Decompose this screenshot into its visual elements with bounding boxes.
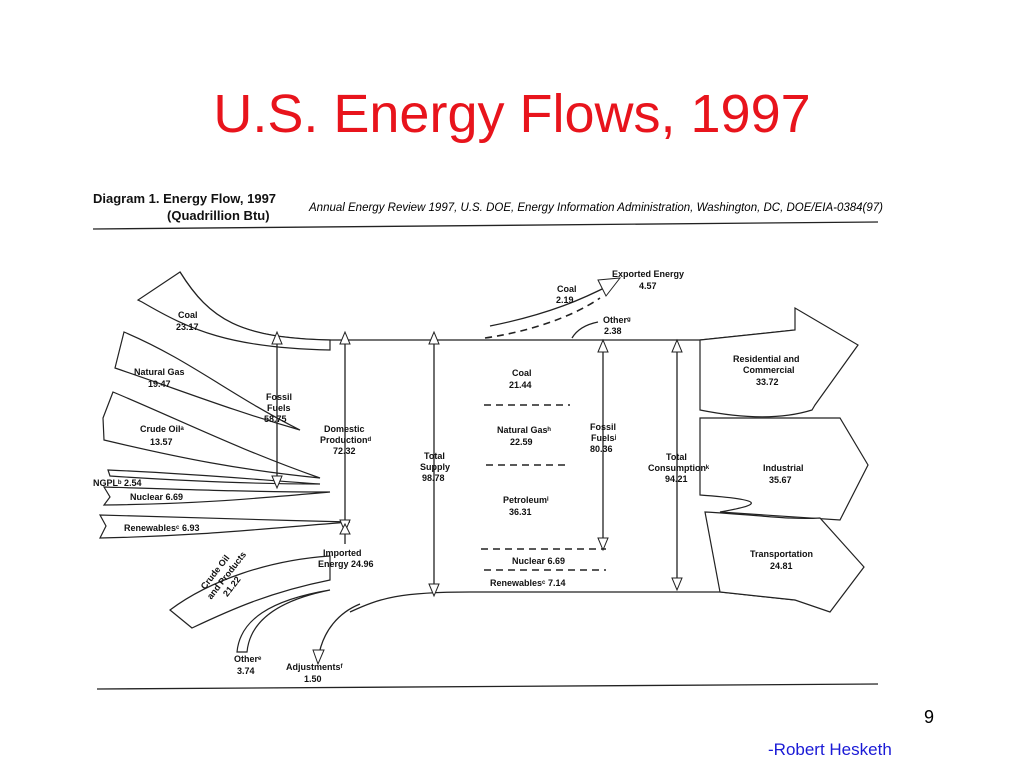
- adjustments-line: [317, 603, 361, 661]
- coal-consumed-label: Coal: [512, 368, 532, 378]
- total-consumption-label-1: Total: [666, 452, 687, 462]
- ngpl-source-label: NGPLᵇ 2.54: [93, 478, 142, 488]
- adjustments-value: 1.50: [304, 674, 322, 684]
- page-number: 9: [924, 707, 935, 727]
- renewables-source-band: [98, 514, 351, 539]
- residential-commercial-label-2: Commercial: [743, 365, 795, 375]
- natural-gas-consumed-value: 22.59: [510, 437, 533, 447]
- exported-energy-value: 4.57: [639, 281, 657, 291]
- industrial-label: Industrial: [763, 463, 804, 473]
- fossil-fuels-consumed-arrow: [597, 338, 609, 552]
- domestic-production-label-2: Productionᵈ: [320, 435, 371, 445]
- total-supply-value: 98.78: [422, 473, 445, 483]
- industrial-value: 35.67: [769, 475, 792, 485]
- coal-export-value: 2.19: [556, 295, 574, 305]
- other-imports-value: 3.74: [237, 666, 255, 676]
- total-consumption-label-2: Consumptionᵏ: [648, 463, 710, 473]
- domestic-production-value: 72.32: [333, 446, 356, 456]
- fossil-fuels-consumed-label-1: Fossil: [590, 422, 616, 432]
- total-supply-arrow: [428, 330, 440, 598]
- coal-export-label: Coal: [557, 284, 577, 294]
- bottom-rule: [96, 683, 879, 690]
- fossil-fuels-supply-arrow: [271, 330, 283, 490]
- crude-imports-band: [169, 555, 331, 629]
- crude-oil-source-band: [102, 391, 321, 479]
- total-consumption-value: 94.21: [665, 474, 688, 484]
- transportation-label: Transportation: [750, 549, 813, 559]
- nuclear-source-label: Nuclear 6.69: [130, 492, 183, 502]
- coal-source-value: 23.17: [176, 322, 199, 332]
- coal-source-label: Coal: [178, 310, 198, 320]
- adjustments-label: Adjustmentsᶠ: [286, 662, 344, 672]
- imported-energy-label-1: Imported: [323, 548, 362, 558]
- diagram-units: (Quadrillion Btu): [167, 208, 270, 223]
- fossil-fuels-label-1: Fossil: [266, 392, 292, 402]
- imported-energy-label-2: Energy 24.96: [318, 559, 374, 569]
- transportation-value: 24.81: [770, 561, 793, 571]
- residential-commercial-arrow: [699, 306, 859, 418]
- renewables-consumed-label: Renewablesᶜ 7.14: [490, 578, 565, 588]
- fossil-fuels-label-2: Fuels: [267, 403, 291, 413]
- petroleum-consumed-label: Petroleumⁱ: [503, 494, 549, 505]
- export-flow-edge: [489, 283, 613, 327]
- fossil-fuels-value: 58.75: [264, 414, 287, 424]
- adjustments-arrow: [312, 649, 325, 666]
- flow-bottom-boundary: [349, 591, 796, 613]
- other-export-flow: [571, 321, 599, 339]
- exported-energy-label: Exported Energy: [612, 269, 684, 279]
- source-citation: Annual Energy Review 1997, U.S. DOE, Ene…: [309, 202, 883, 214]
- author-credit: -Robert Hesketh: [768, 740, 892, 759]
- total-consumption-arrow: [671, 338, 683, 592]
- other-imports-band: [236, 589, 331, 653]
- nuclear-source-band: [102, 486, 331, 506]
- coal-source-band: [136, 271, 331, 351]
- residential-commercial-value: 33.72: [756, 377, 779, 387]
- imported-energy-arrow: [339, 522, 351, 544]
- renewables-source-label: Renewablesᶜ 6.93: [124, 523, 199, 533]
- total-supply-label-2: Supply: [420, 462, 450, 472]
- export-arrowhead: [597, 277, 622, 297]
- ngpl-source-band: [107, 469, 321, 485]
- nuclear-consumed-label: Nuclear 6.69: [512, 556, 565, 566]
- top-rule: [92, 221, 879, 230]
- crude-oil-source-value: 13.57: [150, 437, 173, 447]
- crude-oil-source-label: Crude Oilᵃ: [140, 424, 185, 434]
- other-export-value: 2.38: [604, 326, 622, 336]
- petroleum-consumed-value: 36.31: [509, 507, 532, 517]
- fossil-fuels-consumed-label-2: Fuelsʲ: [591, 433, 617, 443]
- coal-consumed-value: 21.44: [509, 380, 532, 390]
- fossil-fuels-consumed-value: 80.36: [590, 444, 613, 454]
- flow-top-boundary: [179, 271, 796, 341]
- other-export-label: Otherᵍ: [603, 315, 631, 325]
- coal-export-flow: [484, 297, 601, 339]
- other-imports-label: Otherᵉ: [234, 654, 262, 664]
- total-supply-label-1: Total: [424, 451, 445, 461]
- slide-title: U.S. Energy Flows, 1997: [213, 84, 811, 144]
- diagram-heading: Diagram 1. Energy Flow, 1997: [93, 191, 276, 206]
- natural-gas-source-label: Natural Gas: [134, 367, 185, 377]
- domestic-production-label-1: Domestic: [324, 424, 365, 434]
- residential-commercial-label-1: Residential and: [733, 354, 800, 364]
- natural-gas-source-band: [114, 331, 301, 431]
- transportation-arrow: [704, 511, 865, 613]
- natural-gas-consumed-label: Natural Gasʰ: [497, 425, 552, 435]
- natural-gas-source-value: 19.47: [148, 379, 171, 389]
